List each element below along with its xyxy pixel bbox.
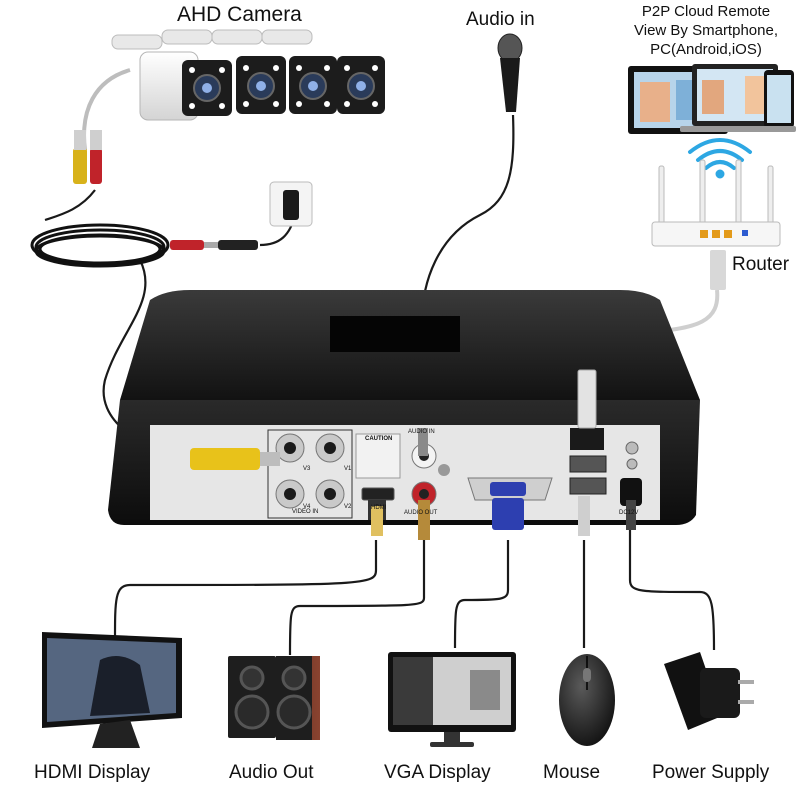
speakers [228,656,320,740]
router [651,159,781,290]
dvr-recorder [108,290,700,525]
camera-1 [139,51,232,121]
camera-3 [289,56,337,114]
p2p-line-2: View By Smartphone, [634,22,778,39]
vga-monitor [388,652,516,747]
wall-outlet [269,181,313,227]
mouse [559,654,615,746]
v2-label: V2 [344,504,352,510]
vga-display-label: VGA Display [384,762,491,783]
audio-in-port-label: AUDIO IN [408,429,435,435]
v4-label: V4 [303,504,311,510]
ahd-cameras [111,29,385,121]
router-label: Router [732,254,790,275]
caution-label: CAUTION [365,436,393,442]
camera-2 [236,56,286,114]
p2p-devices [628,64,796,134]
audio-in-label: Audio in [466,9,535,30]
cable-coil [30,223,170,268]
dc12v-port-label: DC12V [619,510,639,516]
microphone [497,33,523,112]
camera-connectors [73,130,102,184]
hdmi-port-label: HDMI [371,505,387,511]
mouse-label: Mouse [543,762,601,783]
wifi-icon [688,138,752,179]
p2p-cloud-label: P2P Cloud Remote View By Smartphone, PC(… [612,2,800,59]
audio-out-port-label: AUDIO OUT [404,510,438,516]
v1-label: V1 [344,466,352,472]
dvr-plugs [190,369,636,540]
audio-out-label: Audio Out [229,762,314,783]
camera-4 [337,56,385,114]
ahd-camera-label: AHD Camera [177,3,302,26]
power-splitter [170,240,258,250]
v3-label: V3 [303,466,311,472]
hdmi-display-label: HDMI Display [34,762,151,783]
p2p-line-1: P2P Cloud Remote [641,3,771,20]
power-adapter [664,652,754,730]
hdmi-monitor [42,632,182,748]
p2p-line-3: PC(Android,iOS) [650,41,762,58]
video-in-label: VIDEO IN [292,509,319,515]
power-supply-label: Power Supply [652,762,770,783]
